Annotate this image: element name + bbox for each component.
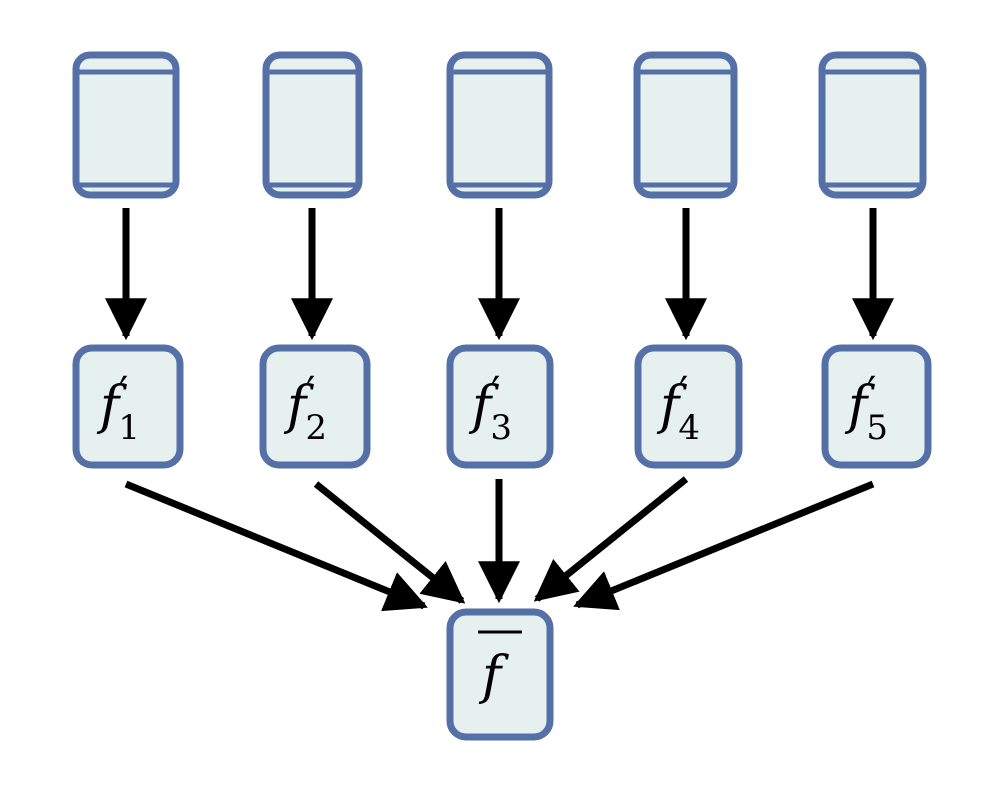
svg-text:f′3: f′3: [468, 369, 512, 448]
svg-text:f′2: f′2: [283, 369, 327, 448]
local-model-1-prime: ′: [119, 369, 128, 415]
local-model-2-prime: ′: [306, 369, 315, 415]
local-model-5-node: f′5: [821, 344, 932, 469]
edges-layer: [105, 208, 894, 612]
device-2-tablet-icon: [262, 51, 363, 199]
local-model-4-prime: ′: [679, 369, 688, 415]
local-model-2-node: f′2: [259, 344, 371, 469]
device-3-tablet-icon: [446, 51, 553, 199]
svg-text:f′5: f′5: [844, 369, 888, 448]
local-models-row: f′1 f′2 f′3 f′4 f′5: [72, 344, 932, 469]
edge-local-1-to-aggregate: [124, 480, 428, 612]
local-model-4-node: f′4: [634, 344, 743, 469]
devices-row: [72, 51, 927, 199]
edge-local-5-to-aggregate: [573, 480, 875, 611]
svg-text:f′1: f′1: [96, 369, 140, 448]
device-1-tablet-icon: [72, 51, 180, 199]
edge-local-2-to-aggregate: [313, 481, 466, 604]
local-model-5-subscript: 5: [866, 408, 888, 448]
svg-text:f′4: f′4: [656, 369, 700, 448]
local-model-1-subscript: 1: [118, 408, 140, 448]
local-model-5-prime: ′: [867, 369, 876, 415]
local-model-3-subscript: 3: [490, 408, 512, 448]
device-4-tablet-icon: [633, 51, 738, 199]
aggregate-model-node: f: [446, 608, 554, 741]
device-5-tablet-icon: [818, 51, 927, 199]
local-model-3-node: f′3: [446, 344, 554, 469]
local-model-3-prime: ′: [491, 369, 500, 415]
local-model-4-subscript: 4: [678, 408, 700, 448]
local-model-2-subscript: 2: [305, 408, 327, 448]
edge-local-4-to-aggregate: [533, 476, 689, 602]
local-model-1-node: f′1: [72, 344, 184, 469]
